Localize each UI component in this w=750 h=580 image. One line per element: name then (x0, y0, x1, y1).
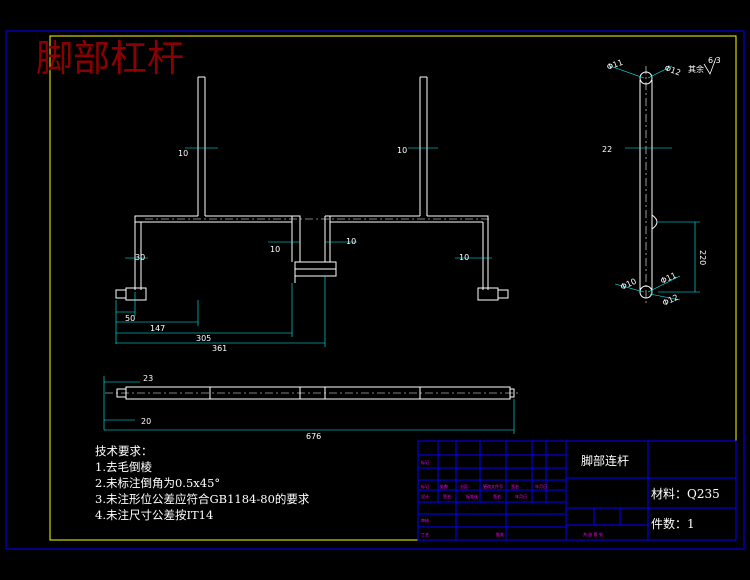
svg-text:签名: 签名 (511, 483, 519, 489)
roughness-value: 6.3 (708, 56, 721, 65)
dim-361: 361 (212, 344, 227, 353)
side-view (639, 71, 658, 299)
material-label: 材料：Q235 (651, 487, 720, 501)
title-block-tiny-labels: 标记 标记 处数 分区 更改文件号 签名 年月日 设计 签名 标准化 签名 年月… (421, 459, 603, 537)
svg-text:标记: 标记 (421, 483, 429, 489)
dim-30: 30 (135, 253, 145, 262)
dim-220: 220 (698, 250, 707, 265)
tech-item-1: 1.去毛倒棱 (95, 460, 152, 474)
dim-10-right-post: 10 (397, 146, 407, 155)
dim-phi11-bottom: Φ11 (659, 271, 678, 286)
tech-requirements: 技术要求： 1.去毛倒棱 2.未标注倒角为0.5x45° 3.未注形位公差应符合… (95, 444, 310, 522)
roughness-symbol (703, 57, 717, 75)
svg-text:年月日: 年月日 (515, 493, 527, 499)
dim-305: 305 (196, 334, 211, 343)
inner-border (49, 35, 737, 541)
dim-20: 20 (141, 417, 151, 426)
dim-23: 23 (143, 374, 153, 383)
svg-text:设计: 设计 (421, 493, 429, 499)
dim-10-left-post: 10 (178, 149, 188, 158)
front-dimension-lines (115, 147, 492, 347)
svg-text:共 张 第 张: 共 张 第 张 (583, 531, 603, 537)
svg-text:标准化: 标准化 (466, 493, 478, 499)
svg-text:工艺: 工艺 (421, 532, 429, 537)
quantity-label: 件数：1 (651, 516, 695, 531)
svg-text:处数: 处数 (440, 483, 448, 489)
part-name: 脚部连杆 (581, 453, 629, 468)
tech-item-3: 3.未注形位公差应符合GB1184-80的要求 (95, 492, 310, 506)
svg-text:签名: 签名 (493, 493, 501, 499)
dim-147: 147 (150, 324, 165, 333)
outer-border (5, 30, 745, 550)
svg-text:批准: 批准 (496, 531, 504, 537)
dim-10-right-end: 10 (459, 253, 469, 262)
shaft-dimension-lines (103, 376, 515, 434)
dim-10-mid-right: 10 (346, 237, 356, 246)
tech-heading: 技术要求： (95, 444, 153, 458)
title-block (417, 440, 737, 541)
roughness-label: 其余 (688, 64, 704, 74)
svg-text:标记: 标记 (421, 459, 429, 465)
svg-text:更改文件号: 更改文件号 (483, 483, 503, 489)
tech-item-4: 4.未注尺寸公差按IT14 (95, 508, 213, 522)
svg-text:年月日: 年月日 (535, 483, 547, 489)
drawing-title: 脚部杠杆 (36, 37, 184, 80)
dim-22: 22 (602, 145, 612, 154)
svg-text:签名: 签名 (443, 493, 451, 499)
dim-50: 50 (125, 314, 135, 323)
dim-phi12-bottom: Φ12 (661, 293, 680, 308)
front-view (115, 76, 509, 301)
svg-text:审核: 审核 (421, 517, 429, 523)
svg-text:分区: 分区 (460, 483, 468, 489)
dim-676: 676 (306, 432, 321, 441)
dim-10-mid-left: 10 (270, 245, 280, 254)
side-dimension-lines (609, 65, 700, 301)
tech-item-2: 2.未标注倒角为0.5x45° (95, 476, 220, 490)
dim-phi12-top: Φ12 (663, 63, 682, 77)
